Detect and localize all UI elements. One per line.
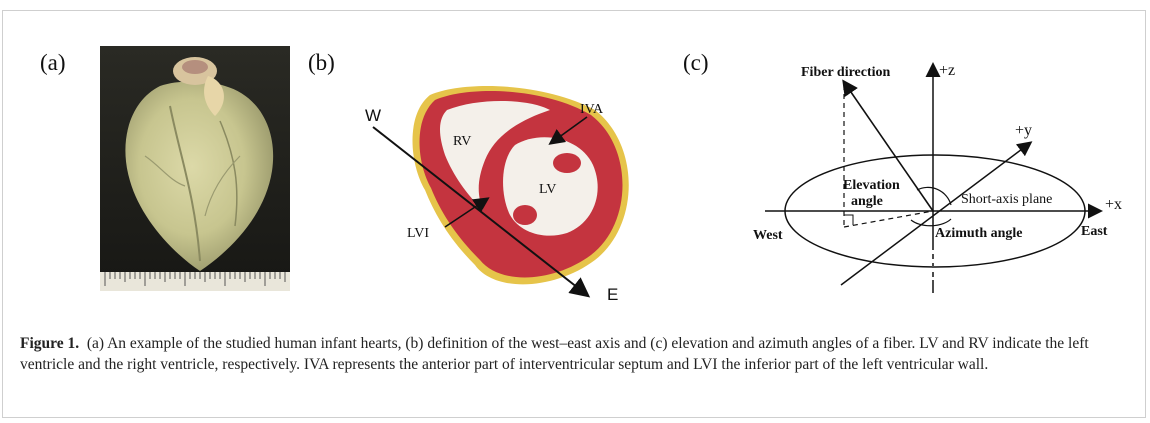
heart-photo (100, 46, 290, 291)
west-label: West (753, 228, 783, 243)
short-axis-plane-label: Short-axis plane (961, 192, 1052, 207)
fiber-direction-label: Fiber direction (801, 65, 891, 80)
iva-label: IVA (580, 102, 604, 117)
caption-text: (a) An example of the studied human infa… (20, 335, 1089, 373)
elevation-angle-label-line2: angle (851, 194, 883, 209)
elevation-angle-label-line1: Elevation (843, 178, 900, 193)
azimuth-angle-arc (911, 219, 951, 226)
azimuth-angle-label: Azimuth angle (935, 226, 1023, 241)
plus-x-label: +x (1105, 196, 1122, 213)
fiber-angle-diagram: Fiber direction +z +y +x Elevation angle… (745, 45, 1125, 300)
right-angle-mark (844, 215, 853, 225)
lv-label: LV (539, 182, 556, 197)
panel-c-label: (c) (683, 50, 709, 76)
rv-label: RV (453, 134, 471, 149)
lvi-label: LVI (407, 226, 429, 241)
plus-y-label: +y (1015, 122, 1032, 139)
plus-z-label: +z (939, 62, 955, 79)
axis-w-label: W (365, 106, 381, 125)
y-axis (841, 143, 1030, 285)
panel-a-label: (a) (40, 50, 66, 76)
caption-label: Figure 1. (20, 335, 79, 352)
east-label: East (1081, 224, 1108, 239)
figure-caption: Figure 1. (a) An example of the studied … (20, 333, 1130, 375)
panel-b-label: (b) (308, 50, 335, 76)
ventricle-cross-section-diagram: W E RV LV IVA LVI (355, 75, 645, 305)
axis-e-label: E (607, 285, 618, 304)
